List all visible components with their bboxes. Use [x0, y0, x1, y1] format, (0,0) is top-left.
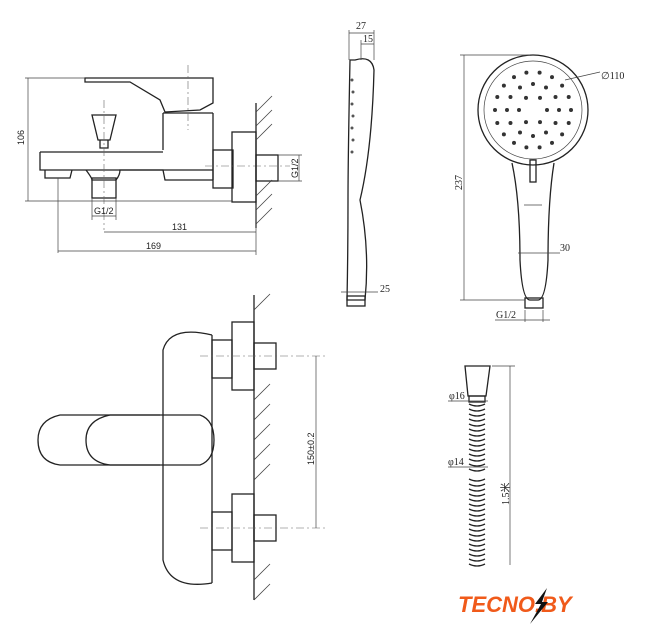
- nozzle-dot: [538, 120, 542, 125]
- hose-length-label: 1.5米: [499, 483, 512, 506]
- nozzle-dot: [545, 108, 549, 112]
- hose-coil: [468, 463, 486, 467]
- nozzle-dot: [538, 95, 542, 100]
- hose-coil: [468, 483, 486, 487]
- hose-coil: [468, 428, 486, 432]
- hose-coil: [468, 533, 486, 537]
- hose-coil: [468, 553, 486, 557]
- nozzle-dot: [493, 108, 497, 112]
- nozzle-dot: [508, 95, 513, 99]
- nozzle-dot: [512, 140, 516, 145]
- hose-diameter-label: φ14: [448, 457, 464, 468]
- nozzle-dot: [537, 70, 542, 75]
- hose-coil: [468, 523, 486, 527]
- inlet-spacing-dimension: 150±0.2: [306, 433, 316, 465]
- nozzle-dot: [531, 82, 535, 86]
- hand-shower-front-view: 237 ∅110 30 G1/2: [454, 54, 624, 322]
- spout-to-wall-dimension: 169: [146, 241, 161, 251]
- nozzle-dot: [505, 108, 509, 112]
- hose-coil: [468, 433, 486, 437]
- end-width-dimension: 25: [380, 284, 390, 295]
- hose-coil: [468, 468, 486, 472]
- nozzle-dot: [566, 120, 571, 125]
- nozzle-dot: [569, 108, 573, 112]
- nozzle-dot: [508, 121, 513, 125]
- faucet-side-view: 106 G1/2 131 169 G1/2: [16, 65, 302, 255]
- hose-coil: [468, 548, 486, 552]
- length-dimension: 237: [454, 175, 465, 190]
- nozzle-dot: [550, 140, 554, 145]
- hose-coil: [468, 538, 486, 542]
- tecno-by-logo: TECNO.BY: [458, 588, 574, 624]
- depth-dimension: 27: [356, 21, 366, 32]
- inlet-thread-label: G1/2: [290, 158, 300, 178]
- nozzle-dot: [550, 75, 554, 80]
- nozzle-dot: [495, 120, 500, 125]
- hose-coil: [468, 518, 486, 522]
- hose-coil: [468, 443, 486, 447]
- hose-coil: [468, 403, 486, 407]
- lightning-bolt-icon: [530, 588, 548, 624]
- nozzle-dot: [524, 70, 529, 75]
- nozzle-dot: [524, 145, 529, 150]
- hose-coil: [468, 528, 486, 532]
- nozzle-dot: [553, 121, 558, 125]
- nozzle-dot: [524, 120, 528, 125]
- shower-hose: φ16 φ14 1.5米: [448, 365, 515, 567]
- nozzle-dot: [495, 95, 500, 100]
- hose-coil: [468, 563, 486, 567]
- inner-depth-dimension: 15: [363, 34, 373, 45]
- hose-coil: [468, 558, 486, 562]
- hose-coil: [468, 408, 486, 412]
- hose-coil: [468, 498, 486, 502]
- outlet-thread-label: G1/2: [94, 206, 114, 216]
- outlet-to-wall-dimension: 131: [172, 222, 187, 232]
- head-diameter-label: ∅110: [601, 71, 624, 82]
- hand-shower-side-view: 27 15 25: [341, 21, 390, 307]
- nozzle-dot: [512, 75, 516, 80]
- thread-label: G1/2: [496, 310, 516, 321]
- handle-width-dimension: 30: [560, 243, 570, 254]
- height-dimension: 106: [16, 130, 26, 145]
- hose-coil: [468, 543, 486, 547]
- hose-coil: [468, 448, 486, 452]
- hose-coil: [468, 418, 486, 422]
- faucet-top-view: 150±0.2: [37, 293, 325, 601]
- nozzle-dot: [518, 85, 522, 90]
- nut-diameter-label: φ16: [449, 391, 465, 402]
- nozzle-dot: [544, 85, 548, 90]
- nozzle-dot: [501, 132, 506, 137]
- hose-coil: [468, 438, 486, 442]
- hose-coil: [468, 493, 486, 497]
- hose-coil: [468, 508, 486, 512]
- logo-text: TECNO.BY: [458, 592, 574, 617]
- nozzle-dot: [560, 132, 565, 137]
- nozzle-dot: [531, 134, 535, 138]
- hose-coil: [468, 423, 486, 427]
- hose-coil: [468, 458, 486, 462]
- nozzle-dot: [537, 145, 542, 150]
- nozzle-dot: [501, 83, 506, 88]
- nozzle-dot: [560, 83, 565, 88]
- hose-coil: [468, 488, 486, 492]
- hose-coil: [468, 413, 486, 417]
- hose-coil: [468, 503, 486, 507]
- nozzle-dot: [524, 95, 528, 100]
- hose-coil: [468, 453, 486, 457]
- nozzle-dot: [553, 95, 558, 99]
- hose-coil: [468, 478, 486, 482]
- nozzle-dot: [557, 108, 561, 112]
- nozzle-dot: [518, 130, 522, 135]
- nozzle-dot: [566, 95, 571, 100]
- hose-coil: [468, 513, 486, 517]
- nozzle-dot: [544, 130, 548, 135]
- nozzle-dot: [517, 108, 521, 112]
